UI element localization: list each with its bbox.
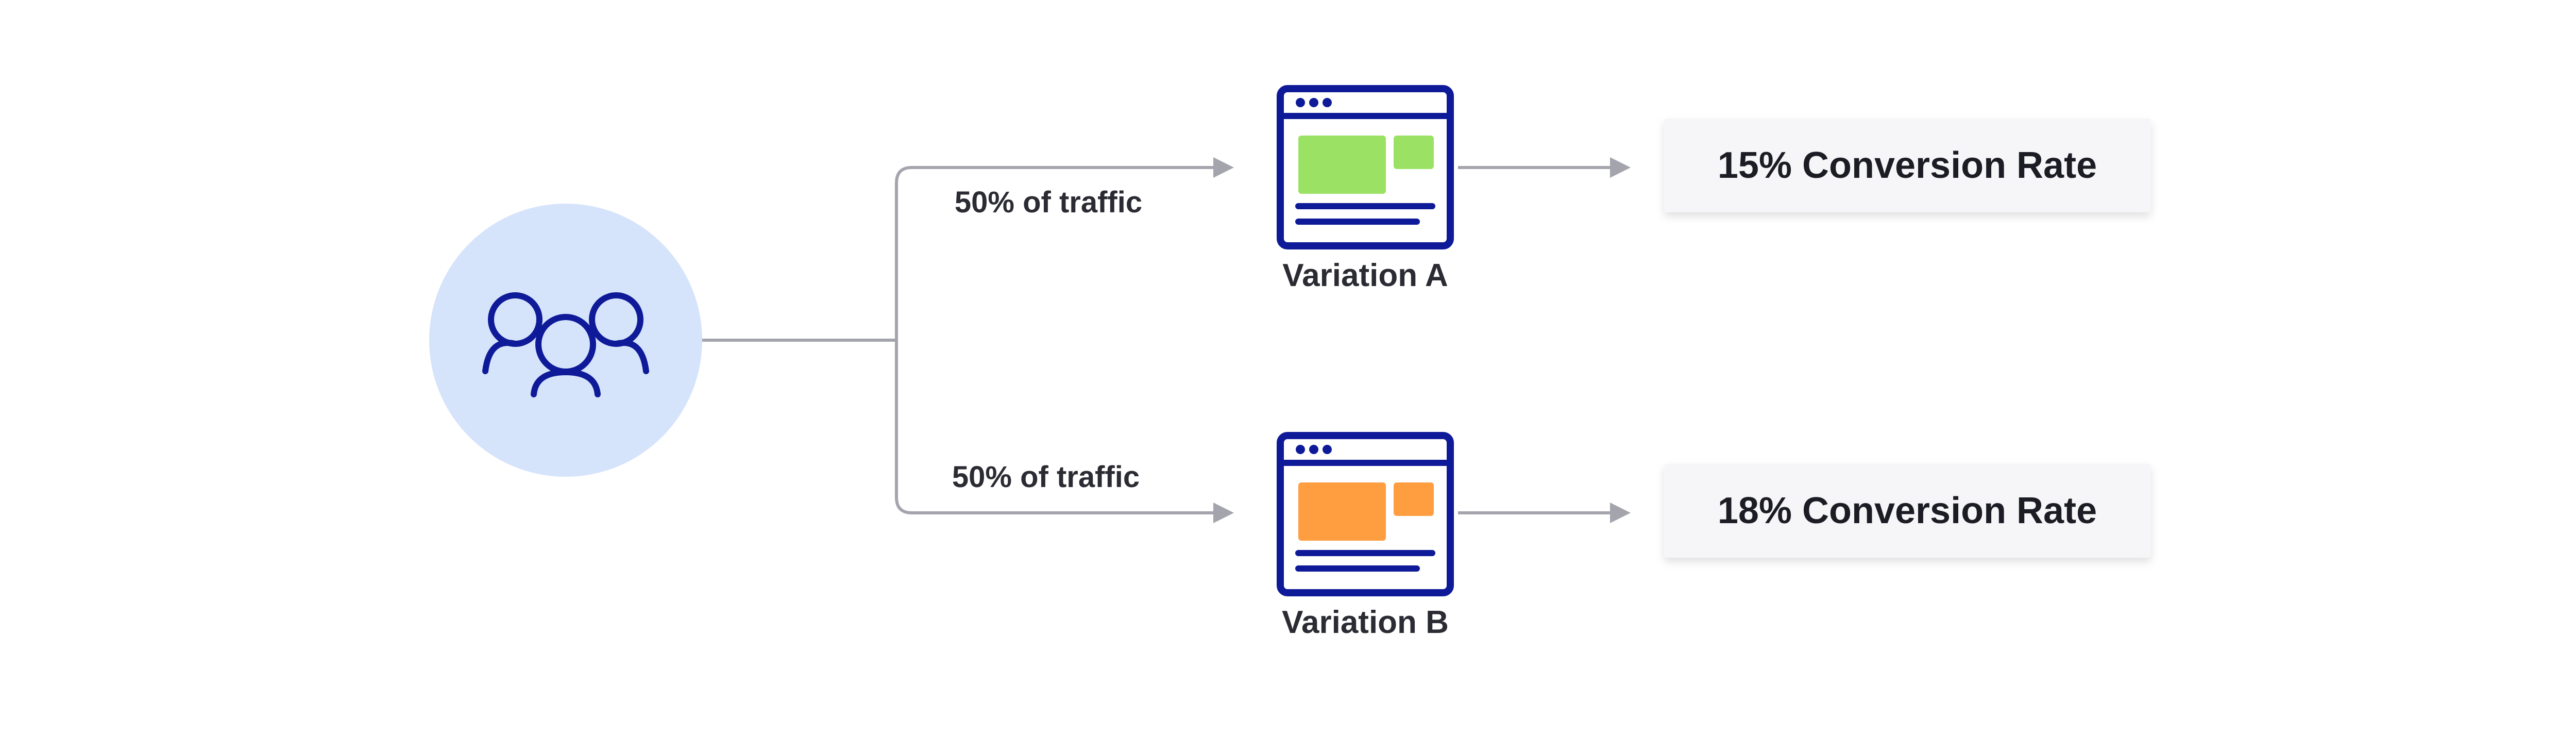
result-a-arrowhead	[1610, 157, 1631, 178]
variation-b-label: Variation B	[1282, 605, 1449, 640]
branch-a-line	[895, 166, 1216, 340]
branch-a-arrowhead	[1213, 157, 1234, 178]
content-block-small	[1394, 482, 1434, 516]
browser-window-icon	[1277, 85, 1454, 249]
branch-b-traffic-label: 50% of traffic	[952, 460, 1140, 494]
content-block-small	[1394, 136, 1434, 169]
result-a-card: 15% Conversion Rate	[1664, 119, 2151, 212]
branch-b-line	[895, 340, 1216, 514]
result-b-text: 18% Conversion Rate	[1718, 490, 2097, 531]
users-group-icon	[482, 292, 649, 397]
content-block-large	[1298, 482, 1386, 541]
browser-window-icon	[1277, 432, 1454, 596]
result-b-card: 18% Conversion Rate	[1664, 464, 2151, 558]
connectors	[702, 157, 1631, 523]
audience-node	[429, 204, 702, 477]
variation-b-node: Variation B	[1277, 432, 1454, 640]
variation-a-node: Variation A	[1277, 85, 1454, 293]
branch-b-arrowhead	[1213, 503, 1234, 523]
branch-a-traffic-label: 50% of traffic	[955, 186, 1142, 219]
content-block-large	[1298, 136, 1386, 194]
result-a-text: 15% Conversion Rate	[1718, 145, 2097, 186]
variation-a-label: Variation A	[1282, 258, 1448, 293]
result-b-arrowhead	[1610, 503, 1631, 523]
